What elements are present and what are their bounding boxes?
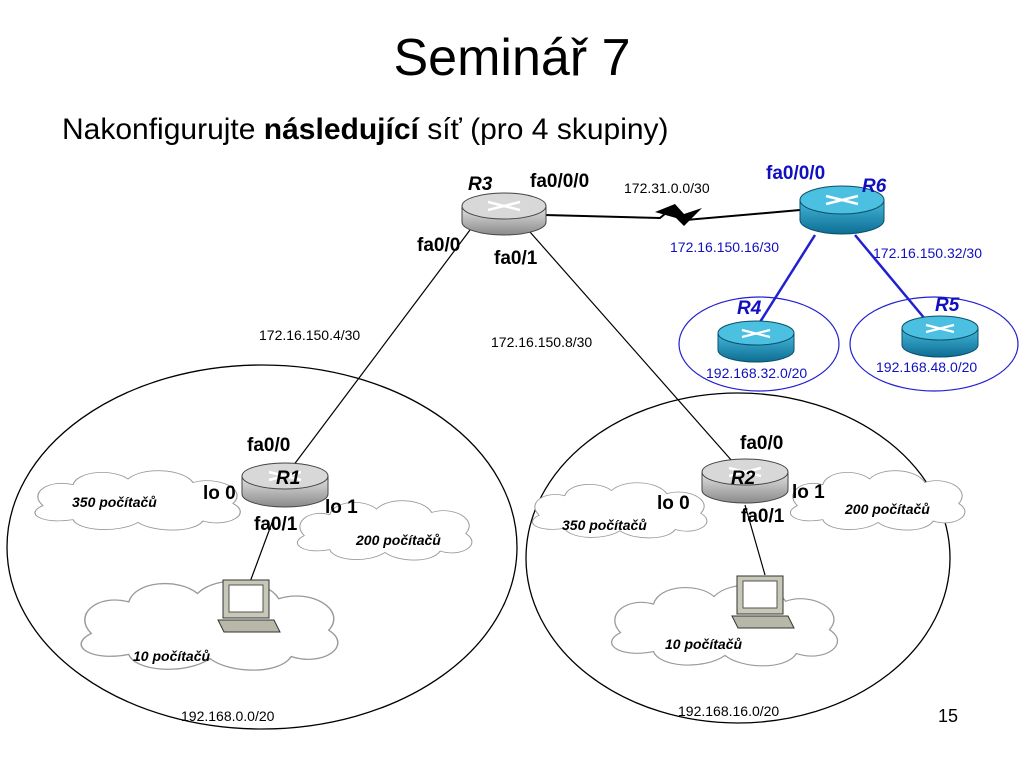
subtitle-bold: následující [263,113,419,146]
page-number: 15 [938,706,959,726]
link-r1-pc [249,519,274,583]
r1-fa01-label: fa0/1 [254,514,298,535]
r2-label: R2 [731,468,756,489]
r4-label: R4 [737,298,762,319]
r1-lo0-label: lo 0 [203,483,236,504]
link-r3-r1 [289,229,471,471]
router-r5-icon[interactable] [901,315,979,358]
link-r3-r2 [529,231,741,471]
r6-label: R6 [862,176,887,197]
subtitle-pre: Nakonfigurujte [62,113,264,146]
r6-r4-network-label: 172.16.150.16/30 [670,239,779,255]
r3-label: R3 [468,174,493,195]
pc-r2-icon[interactable] [731,575,795,629]
r3-fa00-label: fa0/0 [417,235,460,256]
r2-network-ellipse [525,392,951,724]
subtitle-post: síť (pro 4 skupiny) [418,113,669,146]
router-r6-icon[interactable] [799,185,885,235]
r1-lo1-label: lo 1 [325,497,358,518]
r1-network-ellipse [6,364,518,730]
r2-lan-label: 192.168.16.0/20 [678,703,779,719]
r4-network-ellipse [678,296,840,392]
cloud-r1-lo0-text: 350 počítačů [72,494,157,510]
r3-fa000-label: fa0/0/0 [530,171,589,192]
r3-r1-network-label: 172.16.150.4/30 [259,327,360,343]
r3-r2-network-label: 172.16.150.8/30 [491,334,592,350]
r1-fa00-label: fa0/0 [247,435,290,456]
r2-fa01-label: fa0/1 [741,506,785,527]
router-r1-icon[interactable] [241,462,329,508]
router-r2-icon[interactable] [701,458,789,504]
link-r2-pc [744,504,766,576]
router-r4-icon[interactable] [717,320,795,363]
slide-subtitle: Nakonfigurujte následující síť (pro 4 sk… [62,113,669,147]
serial-network-label: 172.31.0.0/30 [624,180,710,196]
r5-network-ellipse [849,296,1019,392]
r5-lan-label: 192.168.48.0/20 [876,359,977,375]
pc-r1-icon[interactable] [217,579,281,633]
cloud-r2-lo1-text: 200 počítačů [844,501,930,517]
r2-fa00-label: fa0/0 [740,433,783,454]
r4-lan-label: 192.168.32.0/20 [706,365,807,381]
cloud-r2-pc [610,584,839,667]
r1-label: R1 [276,468,300,489]
router-r3-icon[interactable] [461,192,547,236]
r3-fa01-label: fa0/1 [494,248,538,269]
cloud-r1-lo1-text: 200 počítačů [355,532,441,548]
slide-title: Seminář 7 [393,29,631,87]
r2-lo0-label: lo 0 [657,493,690,514]
serial-bolt-icon [655,204,702,226]
r6-r5-network-label: 172.16.150.32/30 [873,245,982,261]
cloud-r2-pc-text: 10 počítačů [665,636,742,652]
cloud-r1-pc-text: 10 počítačů [133,648,210,664]
r6-fa000-label: fa0/0/0 [766,163,825,184]
link-r6-r4 [753,234,817,331]
r1-lan-label: 192.168.0.0/20 [181,708,275,724]
cloud-r1-lo1 [296,500,473,561]
cloud-r2-lo0-text: 350 počítačů [562,517,647,533]
r5-label: R5 [935,295,960,316]
r2-lo1-label: lo 1 [792,482,825,503]
link-r6-r5 [854,234,931,326]
